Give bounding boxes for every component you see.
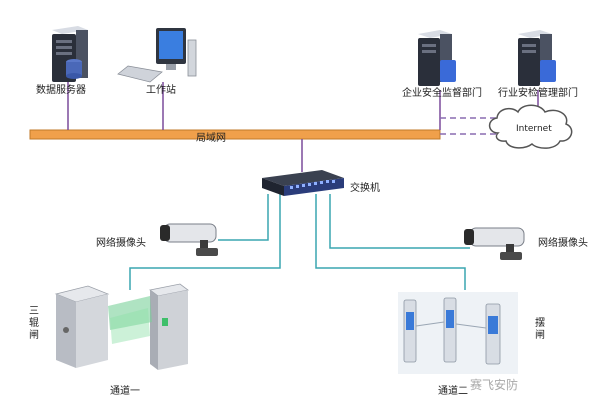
- watermark: 赛飞安防: [470, 378, 519, 392]
- purple-links: [67, 82, 539, 172]
- camera-right-label: 网络摄像头: [538, 238, 588, 249]
- internet-cloud: [488, 104, 573, 149]
- db-server-label: 数据服务器: [36, 85, 86, 96]
- swing-gate-label: 摆闸: [535, 318, 545, 341]
- switch-icon: [262, 170, 344, 196]
- industry-dept-label: 行业安检管理部门: [498, 88, 578, 99]
- industry-dept-server-icon: [518, 30, 556, 86]
- tripod-turnstile-icon: [54, 283, 189, 370]
- internet-label: Internet: [516, 124, 552, 134]
- camera-left-icon: [160, 223, 218, 256]
- db-server-icon: [52, 26, 88, 82]
- camera-right-icon: [464, 227, 525, 260]
- swing-gate-icon: [398, 292, 518, 374]
- switch-label: 交换机: [350, 183, 380, 194]
- enterprise-dept-label: 企业安全监督部门: [402, 88, 482, 99]
- workstation-label: 工作站: [146, 85, 176, 96]
- lan-bus: [29, 129, 441, 140]
- workstation-icon: [117, 28, 197, 83]
- channel-one-label: 通道一: [110, 386, 140, 397]
- camera-left-label: 网络摄像头: [96, 238, 146, 249]
- channel-two-label: 通道二: [438, 386, 468, 397]
- lan-label: 局域网: [196, 133, 226, 144]
- enterprise-dept-server-icon: [418, 30, 456, 86]
- tripod-gate-label: 三辊闸: [29, 306, 39, 341]
- teal-links: [129, 194, 470, 290]
